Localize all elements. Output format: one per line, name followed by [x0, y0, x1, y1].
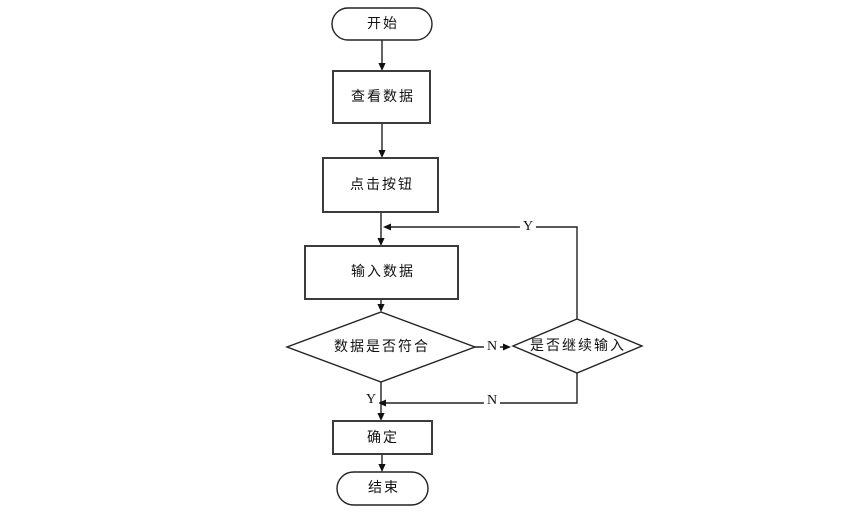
arrowhead-into-confirm	[377, 413, 385, 421]
decision-continue-input-shape	[511, 318, 644, 374]
edge-label-continue-no: N	[483, 393, 501, 409]
node-label-end: 结束	[368, 480, 400, 496]
process-click-button-shape	[322, 157, 439, 213]
arrowhead-into-view	[378, 63, 386, 71]
arrowhead-into-continue	[503, 343, 511, 351]
node-label-continue-input: 是否继续输入	[530, 338, 626, 354]
process-input-data-shape	[304, 245, 459, 300]
arrowhead-loop-into-junction	[383, 223, 391, 231]
terminator-end-shape	[336, 471, 429, 506]
node-label-view-data: 查看数据	[351, 89, 415, 105]
edge-label-check-yes: Y	[362, 392, 380, 408]
process-confirm-shape	[332, 420, 433, 455]
process-view-data-shape	[332, 70, 431, 124]
arrowhead-into-click	[378, 150, 386, 158]
terminator-start-shape	[331, 7, 433, 41]
edge-label-loop-yes: Y	[519, 219, 537, 235]
node-label-click-button: 点击按钮	[350, 177, 414, 193]
decision-data-check-shape	[284, 311, 478, 383]
edge-label-check-no: N	[483, 339, 501, 355]
node-label-confirm: 确定	[367, 430, 399, 446]
node-label-input-data: 输入数据	[351, 264, 415, 280]
edge-loop-back-yes	[391, 226, 578, 319]
edge-continue-no	[386, 373, 578, 404]
arrowhead-into-check	[377, 304, 385, 312]
node-label-data-check: 数据是否符合	[334, 339, 430, 355]
node-label-start: 开始	[367, 16, 399, 32]
arrowhead-continue-no-join	[378, 399, 386, 407]
arrowhead-into-input	[377, 238, 385, 246]
arrowhead-into-end	[378, 464, 386, 472]
